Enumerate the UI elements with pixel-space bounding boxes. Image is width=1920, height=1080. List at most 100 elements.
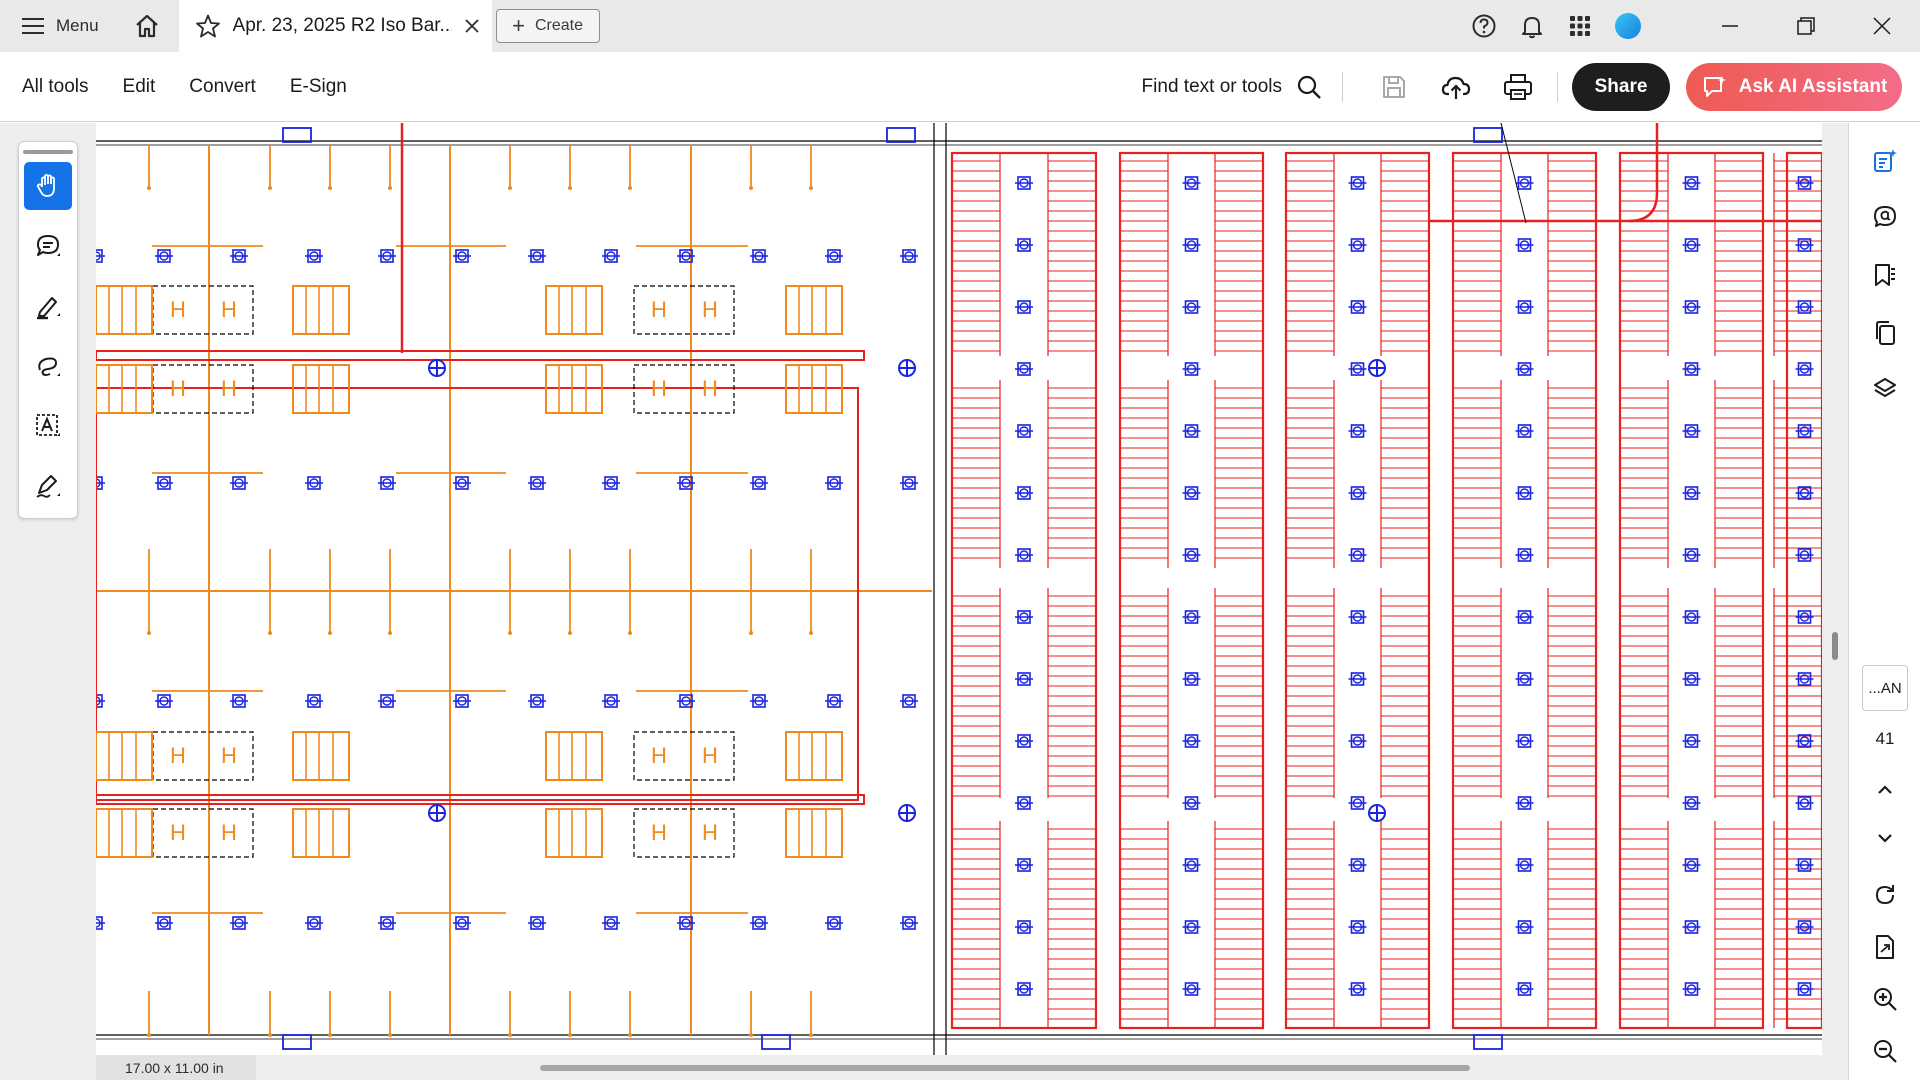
- freeform-draw-icon: [38, 357, 60, 376]
- help-icon: [1472, 14, 1496, 38]
- svg-text:H: H: [702, 376, 718, 401]
- ask-ai-assistant-button[interactable]: Ask AI Assistant: [1686, 63, 1902, 111]
- close-tab-button[interactable]: [452, 6, 492, 46]
- avatar: [1615, 13, 1641, 39]
- text-select-tool-button[interactable]: [24, 402, 72, 450]
- quick-tools-panel: [18, 141, 78, 519]
- restore-button[interactable]: [1768, 0, 1844, 52]
- next-page-button[interactable]: [1867, 820, 1903, 856]
- svg-text:H: H: [651, 376, 667, 401]
- right-rail: ...AN 41: [1848, 123, 1920, 1080]
- svg-text:H: H: [651, 820, 667, 845]
- help-button[interactable]: [1460, 0, 1508, 52]
- convert-menu[interactable]: Convert: [189, 75, 256, 97]
- zoom-out-button[interactable]: [1867, 1033, 1903, 1069]
- star-icon[interactable]: [195, 13, 221, 39]
- highlight-tool-button[interactable]: [24, 282, 72, 330]
- home-button[interactable]: [119, 0, 175, 52]
- minimize-icon: [1722, 25, 1738, 27]
- ai-label: Ask AI Assistant: [1738, 76, 1888, 97]
- tab-bar: Menu Apr. 23, 2025 R2 Iso Bar... + Creat…: [0, 0, 1920, 52]
- edit-pdf-icon: [1874, 149, 1897, 172]
- svg-text:H: H: [170, 376, 186, 401]
- svg-text:H: H: [651, 297, 667, 322]
- save-button[interactable]: [1369, 62, 1419, 112]
- svg-text:H: H: [221, 376, 237, 401]
- svg-text:H: H: [221, 297, 237, 322]
- highlighter-icon: [37, 297, 60, 320]
- notifications-button[interactable]: [1508, 0, 1556, 52]
- main-toolbar: All tools Edit Convert E-Sign Find text …: [0, 52, 1920, 122]
- all-tools-menu[interactable]: All tools: [22, 75, 89, 97]
- chevron-up-icon: [1878, 785, 1892, 794]
- create-label: Create: [534, 17, 583, 34]
- minimize-button[interactable]: [1692, 0, 1768, 52]
- svg-text:H: H: [702, 820, 718, 845]
- comment-icon: [37, 235, 60, 256]
- toolbar-right: Find text or tools: [1142, 52, 1902, 122]
- menu-button[interactable]: Menu: [0, 0, 119, 52]
- divider: [1557, 72, 1558, 102]
- save-icon: [1383, 76, 1405, 98]
- hand-tool-button[interactable]: [24, 162, 72, 210]
- close-icon: [1873, 17, 1891, 35]
- layers-icon: [1874, 378, 1896, 397]
- svg-text:H: H: [170, 820, 186, 845]
- plus-icon: +: [512, 13, 525, 38]
- comments-icon: [1874, 206, 1896, 227]
- cloud-upload-icon: [1441, 76, 1471, 99]
- horizontal-scrollbar[interactable]: [540, 1065, 1470, 1071]
- printer-icon: [1504, 74, 1532, 100]
- upload-cloud-button[interactable]: [1431, 62, 1481, 112]
- document-tab[interactable]: Apr. 23, 2025 R2 Iso Bar...: [178, 0, 492, 52]
- print-button[interactable]: [1493, 62, 1543, 112]
- find-placeholder: Find text or tools: [1141, 76, 1282, 97]
- page-size-label: 17.00 x 11.00 in: [96, 1055, 256, 1080]
- rotate-icon: [1875, 885, 1894, 905]
- draw-freeform-tool-button[interactable]: [24, 342, 72, 390]
- vertical-scrollbar[interactable]: [1832, 632, 1838, 660]
- svg-text:H: H: [170, 297, 186, 322]
- bookmarks-rail-button[interactable]: [1867, 257, 1903, 293]
- svg-text:H: H: [221, 820, 237, 845]
- pages-rail-button[interactable]: [1867, 315, 1903, 351]
- svg-text:H: H: [702, 297, 718, 322]
- page-thumbnail-button[interactable]: [1867, 929, 1903, 965]
- panel-grip[interactable]: [23, 150, 73, 154]
- text-box-icon: [36, 414, 60, 436]
- zoom-out-icon: [1874, 1040, 1897, 1063]
- hand-icon: [36, 174, 55, 197]
- tab-bar-right: [1460, 0, 1920, 52]
- svg-text:H: H: [702, 743, 718, 768]
- divider: [1342, 72, 1343, 102]
- zoom-in-button[interactable]: [1867, 981, 1903, 1017]
- restore-icon: [1797, 17, 1815, 35]
- close-icon: [464, 19, 479, 33]
- status-bar: 17.00 x 11.00 in: [96, 1055, 1822, 1080]
- find-tools-search[interactable]: Find text or tools: [1142, 74, 1322, 100]
- chevron-down-icon: [1878, 834, 1892, 843]
- page-number[interactable]: 41: [1875, 729, 1895, 748]
- home-icon: [135, 14, 158, 38]
- rotate-button[interactable]: [1867, 877, 1903, 913]
- apps-button[interactable]: [1556, 0, 1604, 52]
- layers-rail-button[interactable]: [1867, 371, 1903, 407]
- edit-menu[interactable]: Edit: [122, 75, 156, 97]
- close-window-button[interactable]: [1844, 0, 1920, 52]
- sign-tool-button[interactable]: [24, 462, 72, 510]
- bell-icon: [1522, 17, 1542, 39]
- tab-title: Apr. 23, 2025 R2 Iso Bar...: [232, 15, 452, 36]
- previous-page-button[interactable]: [1867, 772, 1903, 808]
- add-comment-tool-button[interactable]: [24, 222, 72, 270]
- profile-button[interactable]: [1604, 0, 1652, 52]
- comments-rail-button[interactable]: [1867, 199, 1903, 235]
- create-button[interactable]: + Create: [495, 9, 600, 43]
- page-label-box[interactable]: ...AN: [1862, 665, 1908, 711]
- edit-pdf-rail-button[interactable]: [1867, 143, 1903, 179]
- share-button[interactable]: Share: [1572, 63, 1670, 111]
- apps-grid-icon: [1570, 16, 1590, 36]
- svg-text:H: H: [651, 743, 667, 768]
- esign-menu[interactable]: E-Sign: [289, 75, 347, 97]
